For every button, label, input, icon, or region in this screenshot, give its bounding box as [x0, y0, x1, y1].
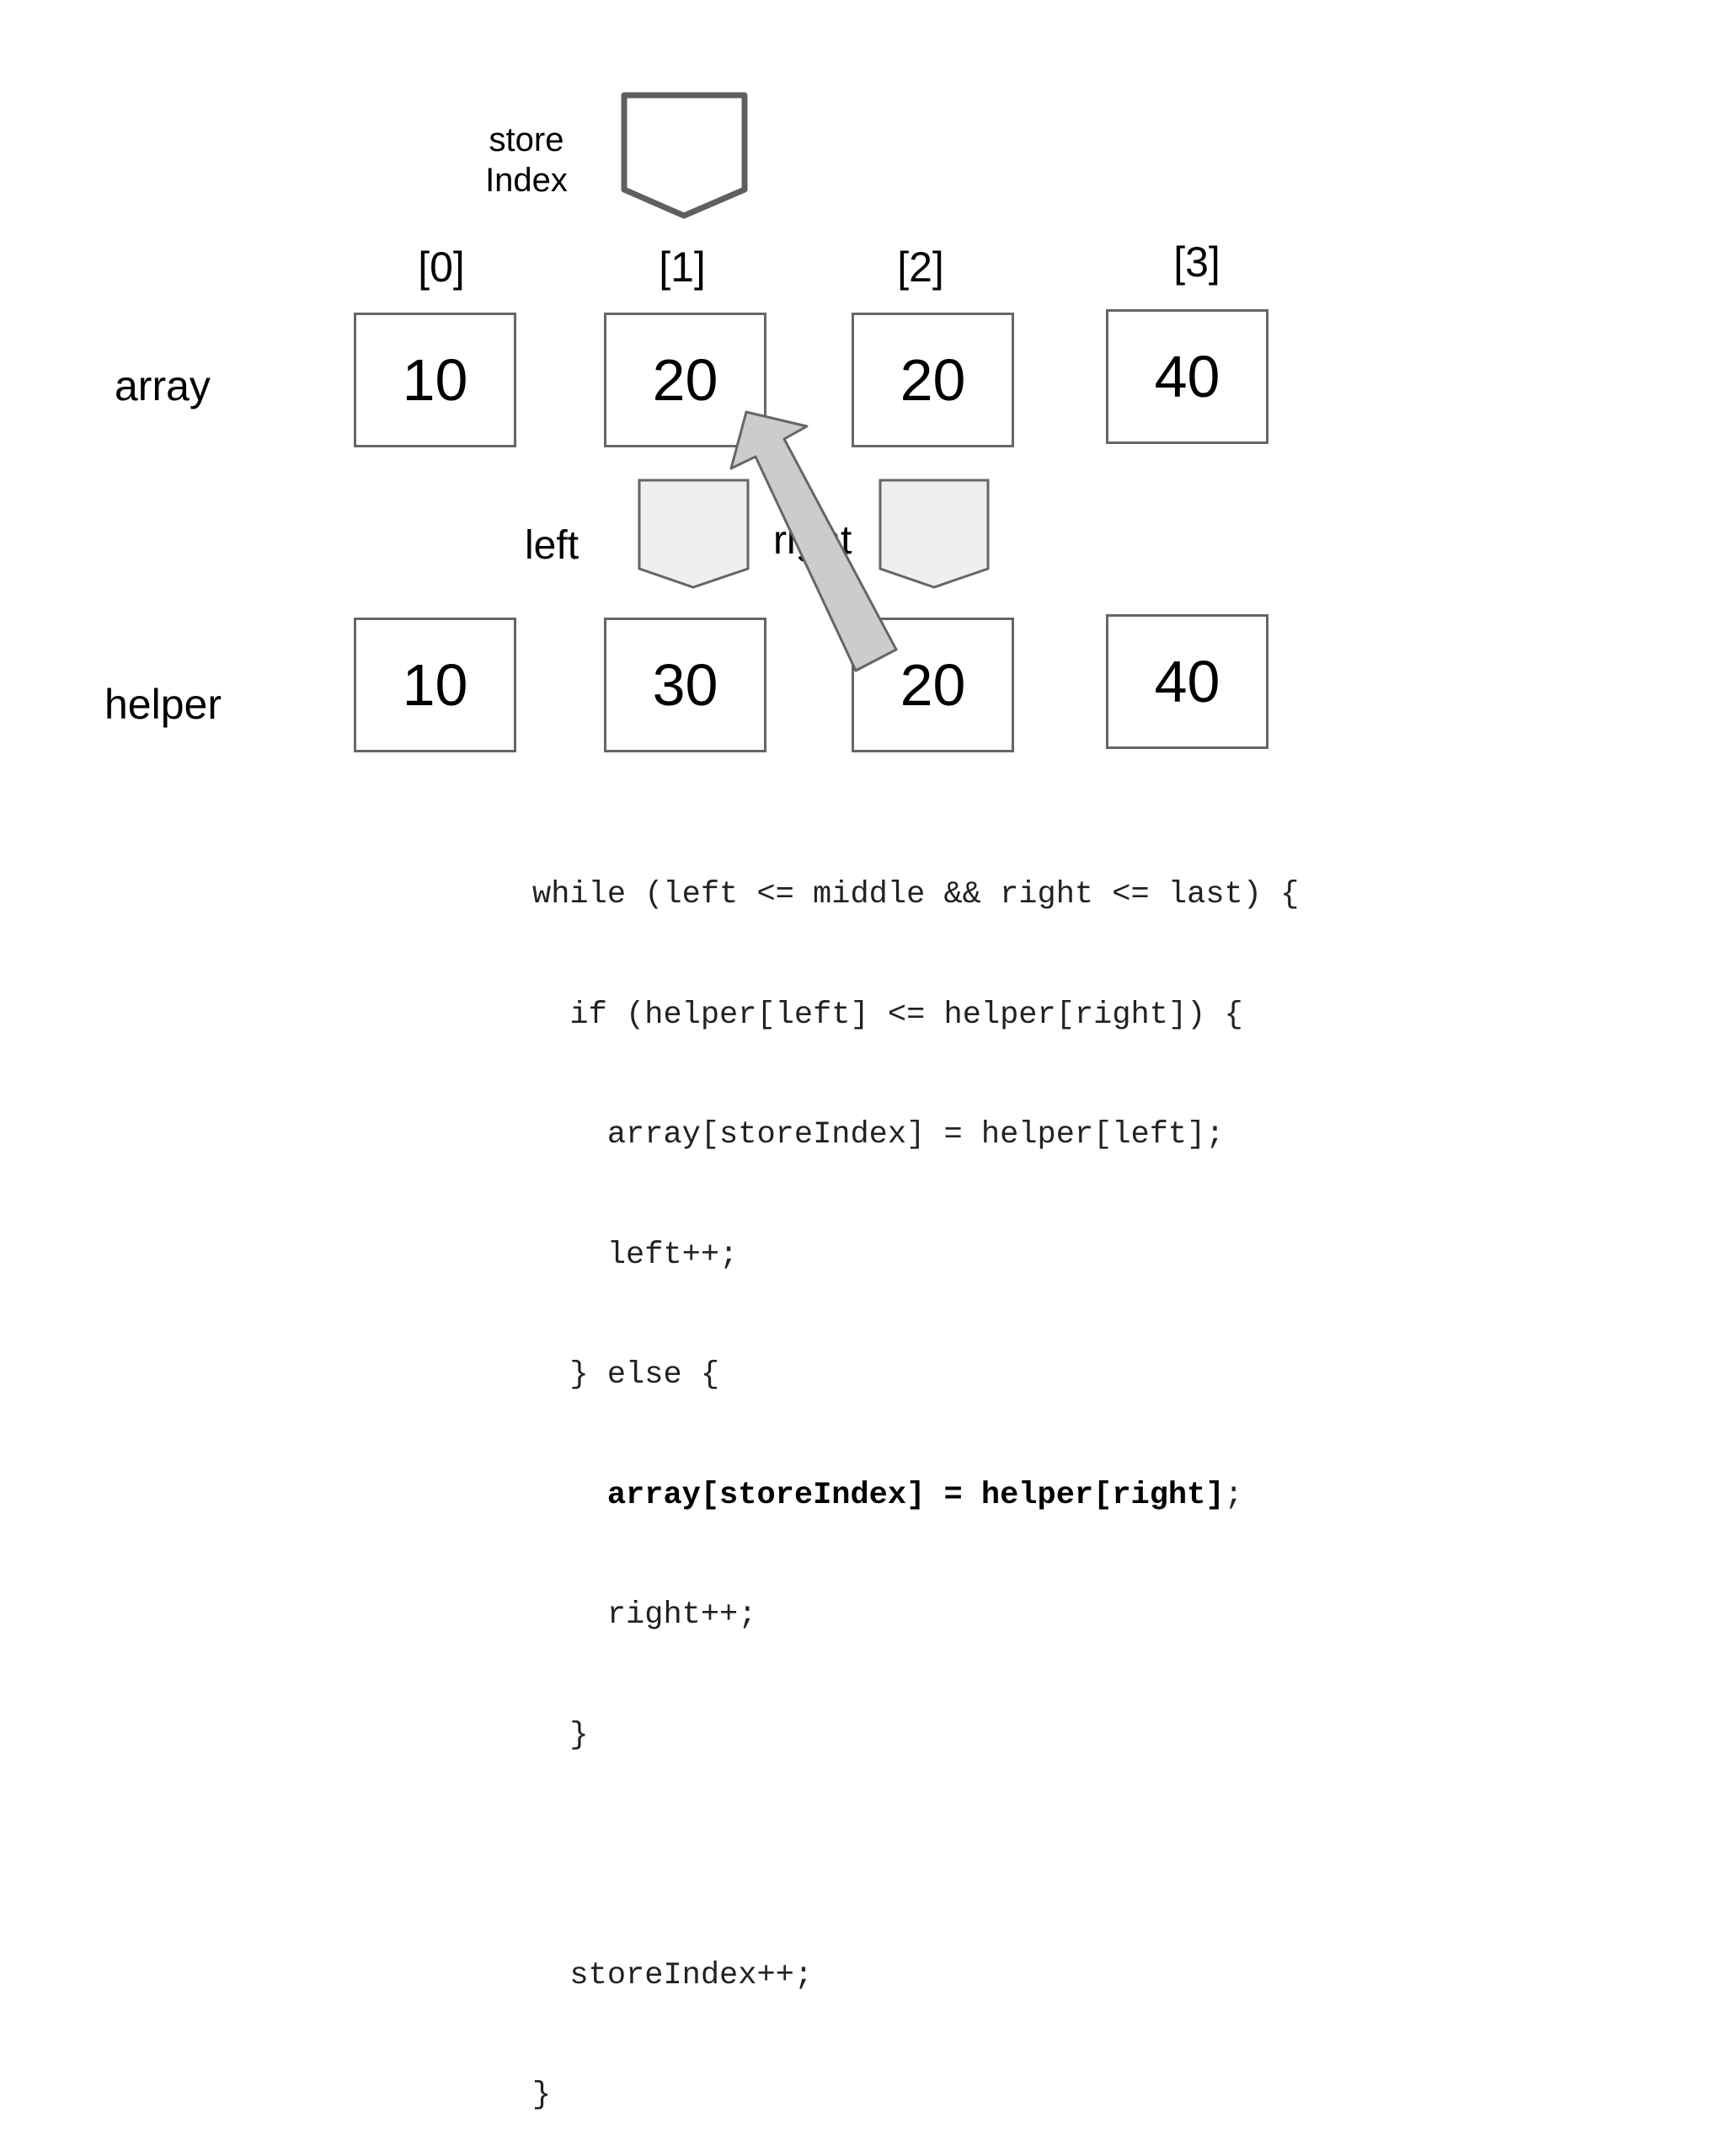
code-line: if (helper[left] <= helper[right]) { — [569, 997, 1243, 1033]
code-line: while (left <= middle && right <= last) … — [532, 877, 1300, 912]
left-pointer-label: left — [525, 523, 579, 568]
array-cell-1: 20 — [604, 313, 766, 447]
store-index-label: store Index — [467, 120, 585, 201]
store-index-pointer — [621, 92, 748, 219]
copy-arrow — [729, 410, 898, 672]
helper-cell-3: 40 — [1106, 614, 1268, 749]
store-index-label-line1: store — [489, 121, 564, 158]
helper-row-label: helper — [104, 681, 222, 728]
left-pointer — [638, 479, 750, 589]
code-line — [532, 1836, 1299, 1876]
code-line: } — [532, 2078, 552, 2113]
array-cell-0: 10 — [354, 313, 516, 447]
code-line: array[storeIndex] = helper[left]; — [606, 1117, 1225, 1153]
code-line: } else { — [569, 1357, 720, 1393]
index-label-2: [2] — [897, 243, 944, 291]
helper-cell-0: 10 — [354, 618, 516, 752]
right-pointer — [879, 479, 990, 589]
code-line: } — [569, 1717, 589, 1753]
array-cell-3: 40 — [1106, 309, 1268, 444]
diagram-shapes — [621, 92, 990, 672]
code-line: right++; — [606, 1597, 757, 1633]
index-label-1: [1] — [659, 243, 706, 291]
index-label-3: [3] — [1173, 238, 1220, 286]
code-line: left++; — [606, 1237, 739, 1273]
store-index-label-line2: Index — [485, 162, 568, 199]
helper-cell-1: 30 — [604, 618, 766, 752]
code-line: storeIndex++; — [569, 1957, 814, 1993]
code-listing: while (left <= middle && right <= last) … — [532, 795, 1299, 2156]
index-label-0: [0] — [418, 243, 465, 291]
array-row-label: array — [115, 362, 211, 409]
array-cell-2: 20 — [852, 313, 1014, 447]
code-line-highlighted: array[storeIndex] = helper[right]; — [606, 1477, 1243, 1513]
